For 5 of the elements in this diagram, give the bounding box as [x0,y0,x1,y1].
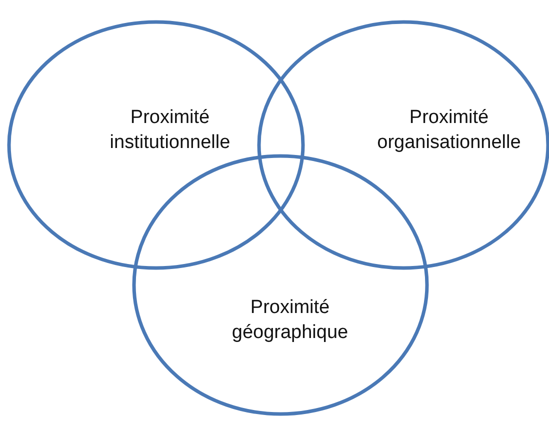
circle-label: Proximité organisationnelle [376,106,522,155]
venn-circle [7,20,305,270]
circle-label: Proximité géographique [230,296,350,345]
venn-circle [132,154,429,416]
circle-label: Proximité institutionnelle [108,106,232,155]
